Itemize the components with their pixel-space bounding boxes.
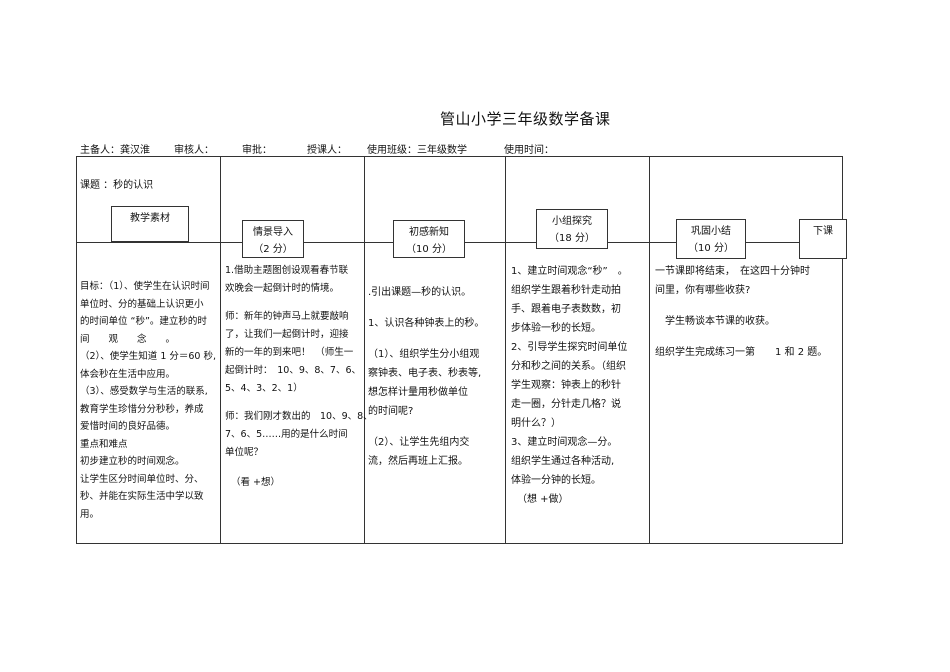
summary-line: 间里，你有哪些收获? bbox=[655, 285, 751, 296]
new-knowledge-line: 想怎样计量用秒做单位 bbox=[368, 387, 468, 398]
new-knowledge-line: 1、认识各种钟表上的秒。 bbox=[368, 318, 485, 329]
stage-label: 教学素材 bbox=[130, 213, 170, 224]
lesson-table bbox=[76, 156, 843, 544]
lesson-topic: 课题 ：秒的认识 bbox=[80, 180, 154, 191]
materials-line: 单位时、分的基础上认识更小 bbox=[80, 298, 204, 310]
explore-line: 2、引导学生探究时间单位 bbox=[511, 342, 628, 353]
stage-summary: 巩固小结 （10 分） bbox=[676, 219, 746, 259]
materials-line: （3）、感受数学与生活的联系, bbox=[80, 386, 208, 397]
summary-line: 学生畅谈本节课的收获。 bbox=[655, 316, 775, 327]
explore-line: 手、跟着电子表数数，初 bbox=[511, 304, 621, 315]
explore-line: 1、建立时间观念“秒” 。 bbox=[511, 266, 628, 277]
intro-line: 起倒计时： 10、9、8、7、6、 bbox=[225, 365, 362, 376]
materials-line: 用。 bbox=[80, 508, 100, 520]
stage-materials: 教学素材 bbox=[111, 206, 189, 242]
intro-line: 5、4、3、2、1） bbox=[225, 383, 303, 394]
intro-line: 单位呢？ bbox=[225, 447, 264, 458]
class-field: 使用班级：三年级数学 bbox=[367, 145, 467, 156]
column-divider bbox=[505, 156, 506, 544]
intro-line: 师：新年的钟声马上就要敲响 bbox=[225, 311, 349, 322]
stage-label: 下课 bbox=[813, 226, 833, 237]
explore-line: 组织学生跟着秒针走动拍 bbox=[511, 285, 621, 296]
explore-line: 步体验一秒的长短。 bbox=[511, 323, 601, 334]
column-divider bbox=[220, 156, 221, 544]
materials-line: 初步建立秒的时间观念。 bbox=[80, 456, 185, 467]
intro-line: 1.借助主题图创设观看春节联 bbox=[225, 265, 349, 276]
intro-column: 1.借助主题图创设观看春节联 欢晚会一起倒计时的情境。 师：新年的钟声马上就要敲… bbox=[225, 262, 373, 492]
materials-line: 间 观 念 。 bbox=[80, 333, 176, 345]
materials-line: （2）、使学生知道 1 分＝60 秒, bbox=[80, 351, 217, 362]
time-field: 使用时间： bbox=[504, 145, 554, 156]
teacher-field: 授课人： bbox=[307, 145, 347, 156]
stage-intro: 情景导入 （2 分） bbox=[242, 220, 304, 258]
explore-line: 明什么？） bbox=[511, 418, 561, 429]
stage-duration: （2 分） bbox=[253, 244, 293, 255]
new-knowledge-line: （2）、让学生先组内交 bbox=[368, 437, 470, 448]
explore-line: 分和秒之间的关系。（组织 bbox=[511, 361, 626, 372]
new-knowledge-line: 的时间呢? bbox=[368, 406, 414, 417]
explore-line: 3、建立时间观念—分。 bbox=[511, 437, 618, 448]
column-divider bbox=[649, 156, 650, 544]
stage-label: 初感新知 bbox=[409, 227, 449, 238]
stage-duration: （18 分） bbox=[549, 233, 595, 244]
explore-line: 体验一分钟的长短。 bbox=[511, 475, 601, 486]
intro-line: 欢晚会一起倒计时的情境。 bbox=[225, 283, 340, 294]
summary-line: 一节课即将结束， 在这四十分钟时 bbox=[655, 266, 810, 277]
new-knowledge-line: .引出课题—秒的认识。 bbox=[368, 287, 472, 298]
new-knowledge-line: 察钟表、电子表、秒表等, bbox=[368, 368, 482, 379]
materials-line: 的时间单位 “秒”。建立秒的时 bbox=[80, 316, 207, 327]
reviewer-field: 审核人： bbox=[174, 145, 214, 156]
approval-field: 审批： bbox=[242, 145, 272, 156]
preparer-field: 主备人：龚汉淮 bbox=[80, 145, 150, 156]
stage-explore: 小组探究 （18 分） bbox=[536, 209, 608, 249]
new-knowledge-column: .引出课题—秒的认识。 1、认识各种钟表上的秒。 （1）、组织学生分小组观 察钟… bbox=[368, 283, 484, 471]
explore-line: 学生观察：钟表上的秒针 bbox=[511, 380, 621, 391]
stage-new-knowledge: 初感新知 （10 分） bbox=[393, 220, 465, 258]
materials-line: 秒、并能在实际生活中学以致 bbox=[80, 491, 204, 502]
stage-label: 小组探究 bbox=[552, 216, 592, 227]
explore-line: 走一圈，分针走几格？说 bbox=[511, 399, 621, 410]
stage-end: 下课 bbox=[799, 219, 847, 259]
materials-column: 目标：（1）、使学生在认识时间 单位时、分的基础上认识更小 的时间单位 “秒”。… bbox=[80, 278, 216, 523]
stage-label: 情景导入 bbox=[253, 227, 293, 238]
intro-line: 新的一年的到来吧！ （师生一 bbox=[225, 347, 354, 358]
intro-line: 师：我们刚才数出的 10、9、8、 bbox=[225, 411, 373, 422]
materials-line: 目标：（1）、使学生在认识时间 bbox=[80, 281, 210, 292]
stage-duration: （10 分） bbox=[406, 244, 452, 255]
explore-line: （想 +做） bbox=[517, 494, 569, 505]
new-knowledge-line: （1）、组织学生分小组观 bbox=[368, 349, 480, 360]
meta-row: 主备人：龚汉淮 审核人： 审批： 授课人： 使用班级：三年级数学 使用时间： bbox=[80, 141, 680, 156]
column-divider bbox=[364, 156, 365, 544]
summary-line: 组织学生完成练习一第 1 和 2 题。 bbox=[655, 347, 828, 358]
materials-line: 让学生区分时间单位时、分、 bbox=[80, 473, 204, 485]
page-title: 管山小学三年级数学备课 bbox=[440, 110, 611, 128]
explore-column: 1、建立时间观念“秒” 。 组织学生跟着秒针走动拍 手、跟着电子表数数，初 步体… bbox=[511, 262, 628, 509]
intro-line: （看 +想） bbox=[231, 477, 280, 488]
summary-column: 一节课即将结束， 在这四十分钟时 间里，你有哪些收获? 学生畅谈本节课的收获。 … bbox=[655, 262, 827, 362]
materials-line: 爱惜时间的良好品德。 bbox=[80, 421, 176, 432]
explore-line: 组织学生通过各种活动, bbox=[511, 456, 615, 467]
materials-line: 体会秒在生活中应用。 bbox=[80, 368, 176, 380]
intro-line: 了，让我们一起倒计时，迎接 bbox=[225, 329, 349, 340]
stage-duration: （10 分） bbox=[688, 243, 734, 254]
materials-line: 教育学生珍惜分分秒秒，养成 bbox=[80, 403, 204, 415]
stage-label: 巩固小结 bbox=[691, 226, 731, 237]
new-knowledge-line: 流，然后再班上汇报。 bbox=[368, 456, 468, 467]
materials-line: 重点和难点 bbox=[80, 438, 128, 450]
intro-line: 7、6、5……用的是什么时间 bbox=[225, 429, 348, 440]
